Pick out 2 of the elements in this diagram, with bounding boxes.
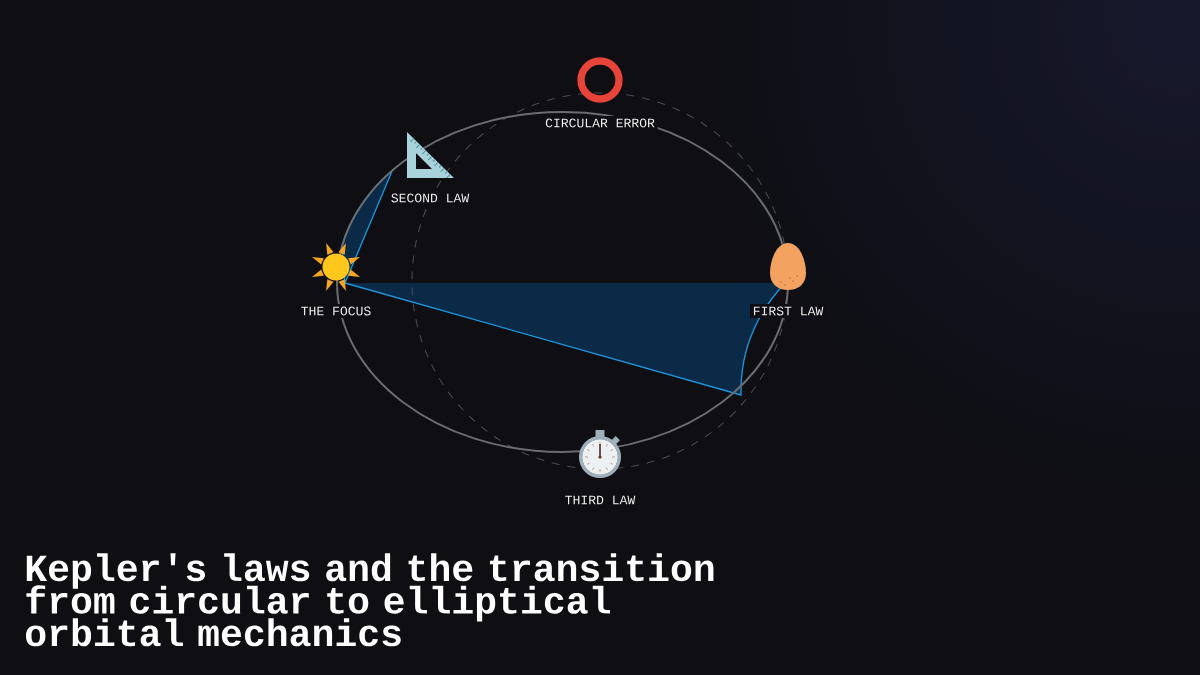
title: Kepler's laws and the transition from circular to elliptical orbital mechanics xyxy=(26,553,714,647)
node-label: THIRD LAW xyxy=(562,493,638,507)
